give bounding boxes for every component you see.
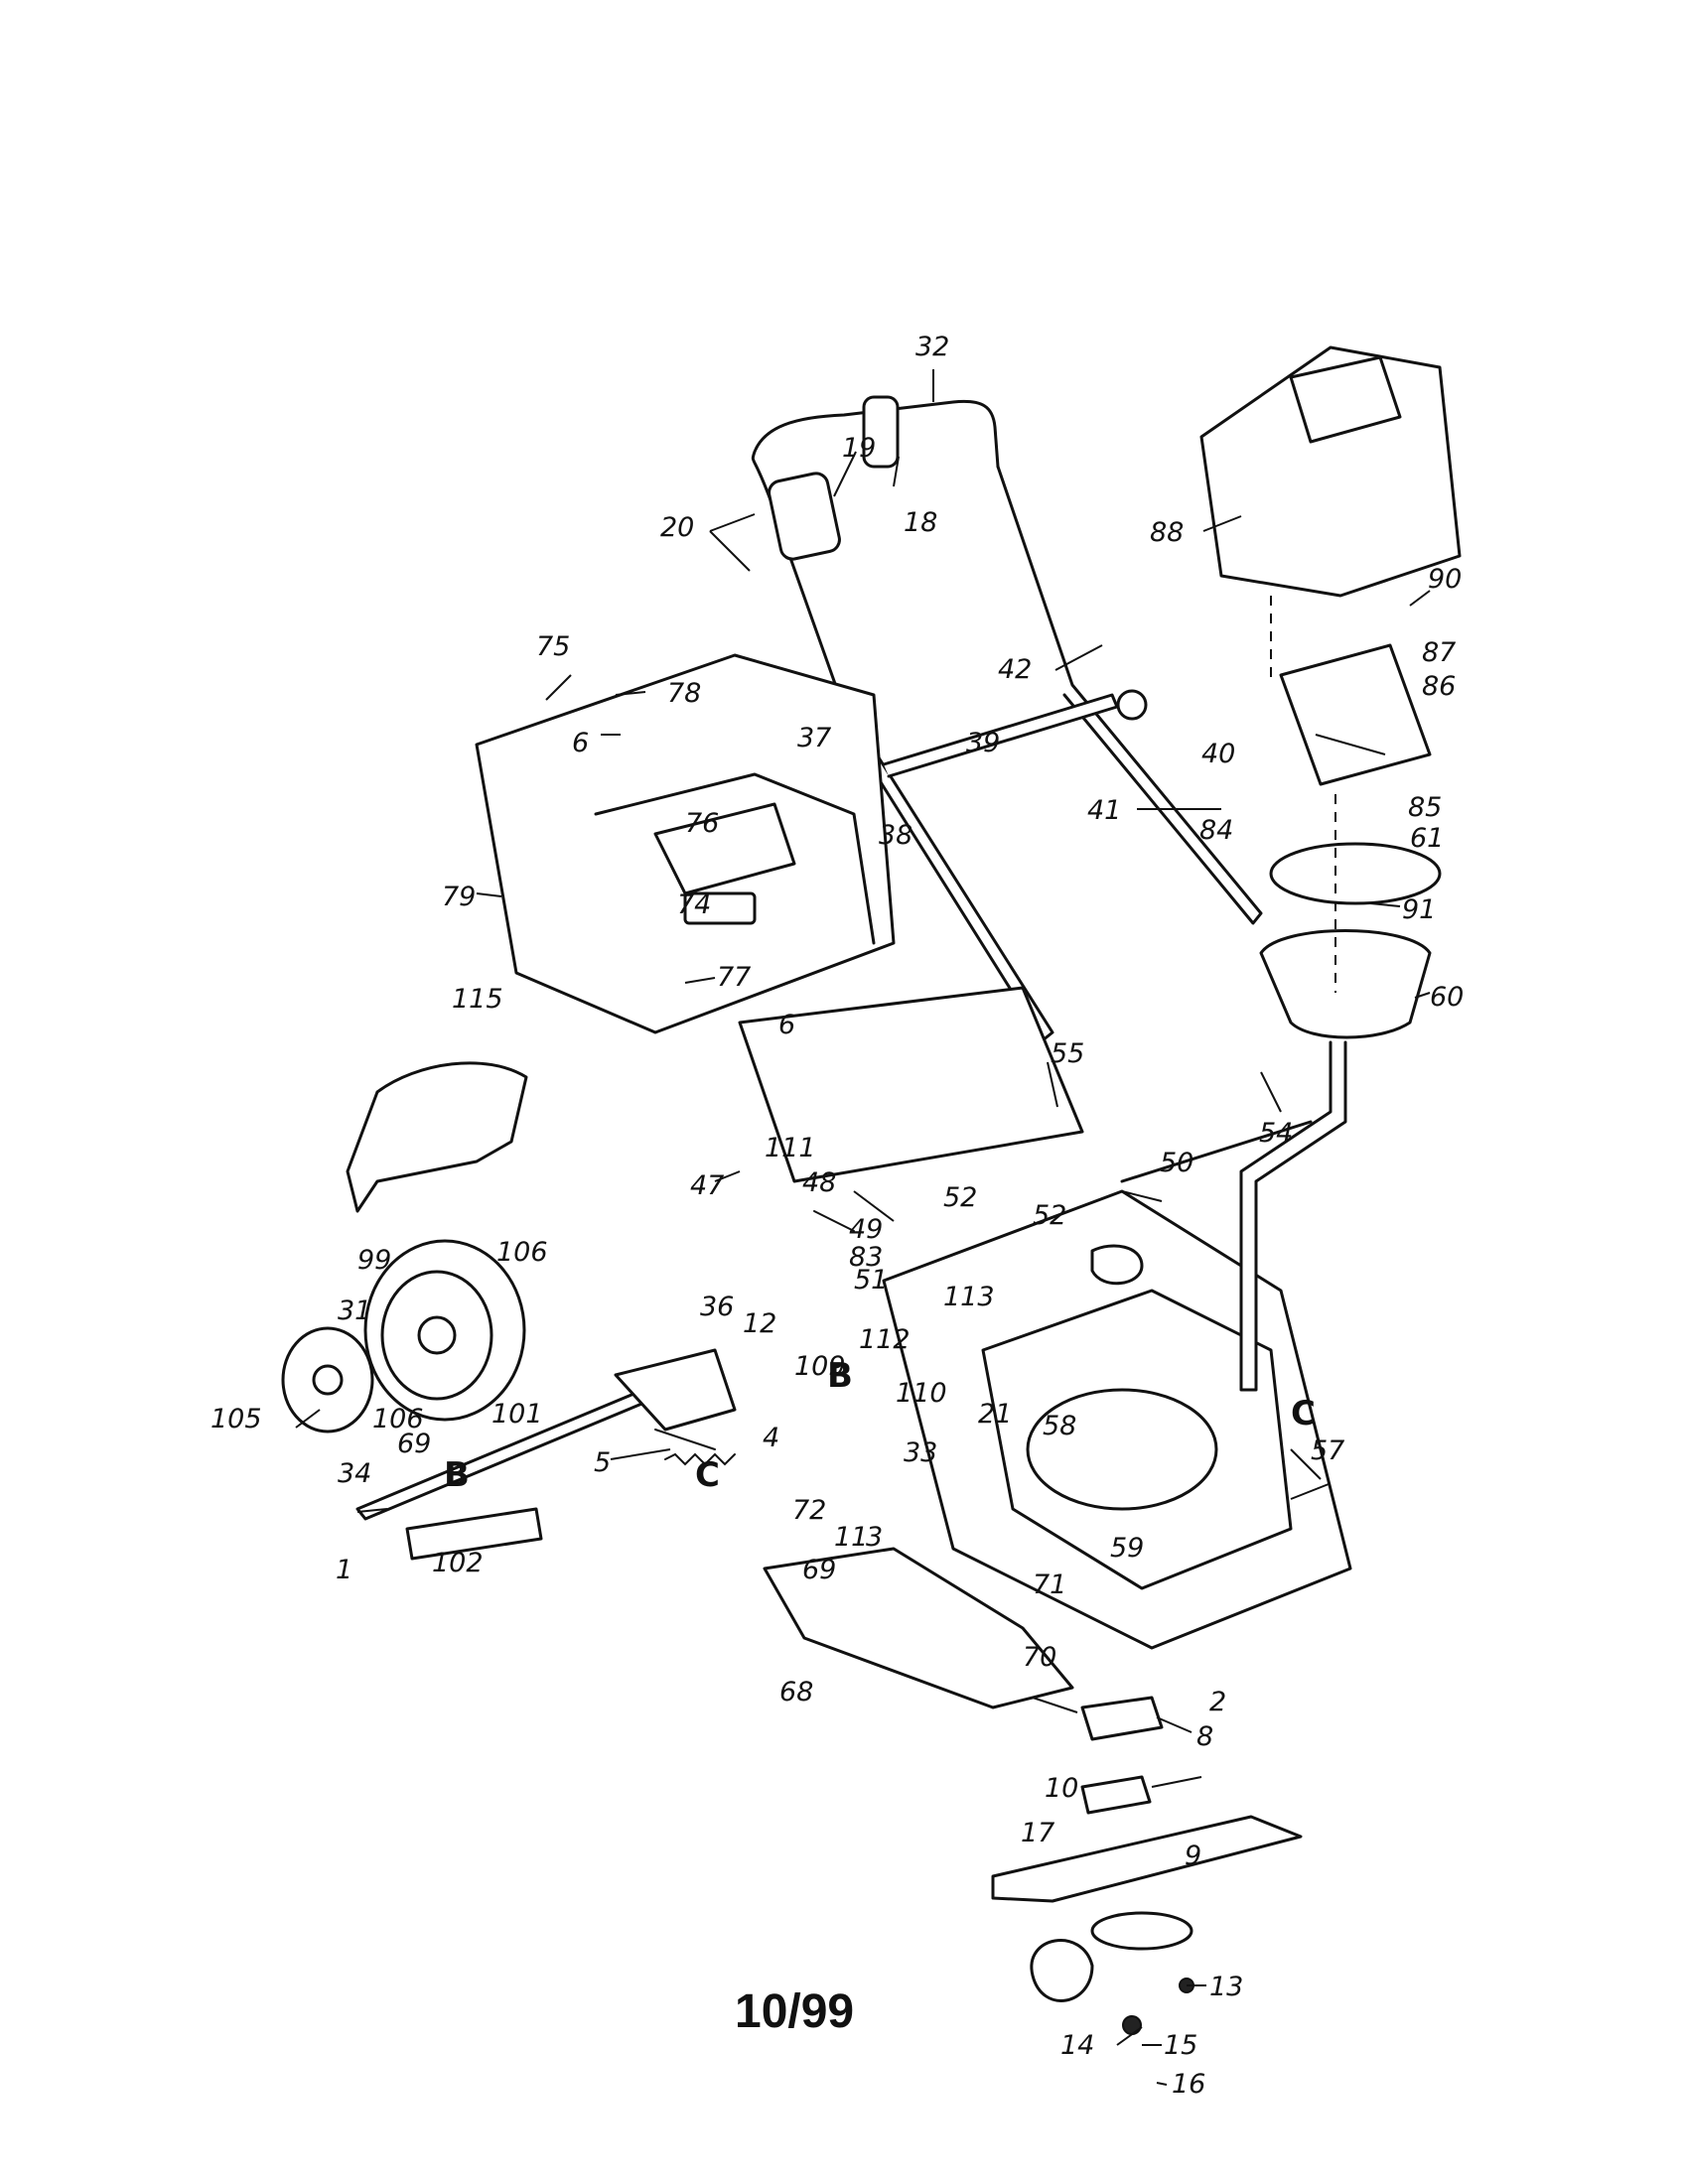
callout-57: 57 [1311, 1435, 1344, 1466]
callout-77: 77 [717, 962, 751, 993]
callout-9: 9 [1185, 1841, 1201, 1871]
callout-71: 71 [1033, 1570, 1066, 1600]
callout-40: 40 [1201, 739, 1235, 769]
callout-47: 47 [690, 1170, 724, 1201]
callout-111: 111 [765, 1133, 816, 1163]
ref-marker-b-axle: B [444, 1455, 470, 1495]
callout-75: 75 [536, 631, 570, 662]
callout-17: 17 [1021, 1818, 1054, 1848]
callout-51: 51 [854, 1265, 888, 1296]
callout-5: 5 [594, 1447, 611, 1478]
callout-14: 14 [1060, 2030, 1094, 2061]
callout-10: 10 [1045, 1773, 1078, 1804]
callout-4: 4 [763, 1423, 779, 1453]
callout-61: 61 [1410, 823, 1444, 854]
rear-axle-drawing [355, 1348, 737, 1561]
callout-110: 110 [896, 1378, 947, 1409]
callout-101: 101 [491, 1399, 543, 1430]
callout-113: 113 [943, 1282, 995, 1312]
callout-31: 31 [338, 1296, 371, 1326]
callout-55: 55 [1051, 1038, 1084, 1069]
callout-15: 15 [1164, 2030, 1197, 2061]
callout-20: 20 [660, 512, 694, 543]
callout-49: 49 [849, 1214, 883, 1245]
callout-13: 13 [1209, 1972, 1243, 2002]
rear-door-drawing [346, 986, 1084, 1213]
leader-lines [295, 369, 1431, 2086]
blade-assembly-drawing [991, 1696, 1303, 2035]
callout-102: 102 [432, 1548, 484, 1578]
callout-1: 1 [336, 1555, 352, 1585]
callout-52b: 52 [1033, 1200, 1066, 1231]
callout-60: 60 [1430, 982, 1464, 1013]
callout-83: 83 [849, 1242, 883, 1273]
callout-8: 8 [1196, 1721, 1213, 1752]
callout-41: 41 [1087, 795, 1121, 826]
callout-19: 19 [842, 433, 876, 464]
callout-70: 70 [1023, 1642, 1056, 1673]
callout-84: 84 [1199, 815, 1233, 846]
callout-58: 58 [1043, 1411, 1076, 1441]
callout-48: 48 [802, 1167, 836, 1198]
ref-marker-b-deck: B [827, 1356, 853, 1396]
part-callouts: 1 2 3 4 5 6 6 8 9 10 11 12 13 14 15 16 1… [210, 332, 1464, 2100]
callout-87: 87 [1422, 637, 1456, 668]
callout-86: 86 [1422, 671, 1456, 702]
callout-12: 12 [743, 1308, 776, 1339]
callout-91: 91 [1402, 894, 1436, 925]
rods-drawing [664, 1120, 1313, 1466]
callout-54: 54 [1259, 1118, 1293, 1149]
callout-16: 16 [1172, 2069, 1205, 2100]
callout-18: 18 [904, 507, 937, 538]
callout-106b: 106 [372, 1404, 424, 1434]
callout-42: 42 [998, 654, 1032, 685]
callout-6a: 6 [572, 728, 589, 758]
callout-76: 76 [685, 808, 719, 839]
callout-36: 36 [700, 1292, 734, 1322]
callout-2: 2 [1209, 1687, 1226, 1717]
callout-99: 99 [357, 1245, 391, 1276]
callout-11: 11 [834, 1522, 868, 1553]
callout-50: 50 [1160, 1148, 1193, 1178]
callout-32: 32 [915, 332, 949, 362]
callout-115: 115 [452, 984, 503, 1015]
callout-74: 74 [677, 889, 711, 920]
reference-markers: B B C C [444, 1356, 1316, 1495]
callout-59: 59 [1110, 1533, 1144, 1564]
callout-109: 109 [794, 1351, 846, 1382]
callout-69a: 69 [397, 1429, 431, 1459]
callout-72: 72 [792, 1495, 826, 1526]
callout-38: 38 [879, 820, 912, 851]
callout-90: 90 [1428, 564, 1462, 595]
callout-52a: 52 [943, 1182, 977, 1213]
callout-21: 21 [978, 1399, 1012, 1430]
callout-69b: 69 [802, 1555, 836, 1585]
callout-33: 33 [904, 1437, 937, 1468]
ref-marker-c-deck: C [1291, 1394, 1316, 1433]
callout-34: 34 [338, 1458, 371, 1489]
callout-105: 105 [210, 1404, 262, 1434]
callout-37: 37 [797, 723, 831, 753]
callout-85: 85 [1408, 792, 1442, 823]
callout-6b: 6 [778, 1010, 795, 1040]
revision-date: 10/99 [735, 1985, 854, 2038]
callout-112: 112 [859, 1324, 911, 1355]
mower-deck-drawing [763, 1189, 1352, 1709]
callout-68: 68 [779, 1677, 813, 1707]
rear-wheel-drawing [281, 1239, 526, 1433]
motor-and-hood-drawing [1199, 345, 1462, 1392]
callout-39: 39 [966, 728, 1000, 758]
callout-106a: 106 [496, 1237, 548, 1268]
callout-78: 78 [667, 678, 701, 709]
ref-marker-c-spring: C [695, 1455, 720, 1495]
callout-79: 79 [442, 882, 476, 912]
callout-3: 3 [866, 1522, 883, 1553]
grass-bag-drawing [475, 653, 896, 1034]
callout-88: 88 [1150, 517, 1184, 548]
